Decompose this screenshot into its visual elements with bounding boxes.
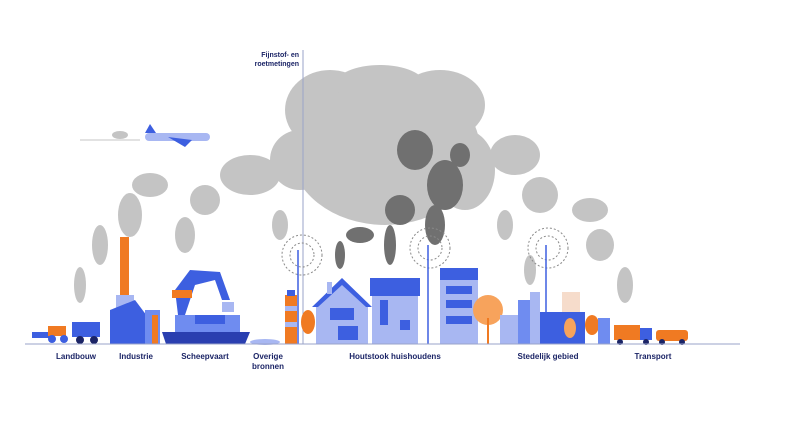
houses-icon [312,268,478,344]
measurement-station-icon [281,227,569,276]
city-skyline-icon [473,292,610,344]
truck-icon [614,325,688,345]
ship-crane-icon [162,270,250,344]
factory-icon [110,237,160,344]
lighthouse-icon [250,290,315,345]
label-bronnen: bronnen [252,362,284,371]
label-landbouw: Landbouw [56,352,97,361]
tractor-icon [32,322,100,344]
smoke-cloud-central [270,65,495,225]
label-overige: Overige [253,352,283,361]
label-scheepvaart: Scheepvaart [181,352,229,361]
smoke-plumes [74,131,633,303]
label-transport: Transport [635,352,672,361]
annotation-line1: Fijnstof- en [261,52,299,59]
airplane-icon [80,124,210,147]
label-stedelijk: Stedelijk gebied [518,352,579,361]
smoke-dark [335,130,470,269]
annotation-line2: roetmetingen [255,61,299,68]
label-houtstook: Houtstook huishoudens [349,352,441,361]
label-industrie: Industrie [119,352,153,361]
